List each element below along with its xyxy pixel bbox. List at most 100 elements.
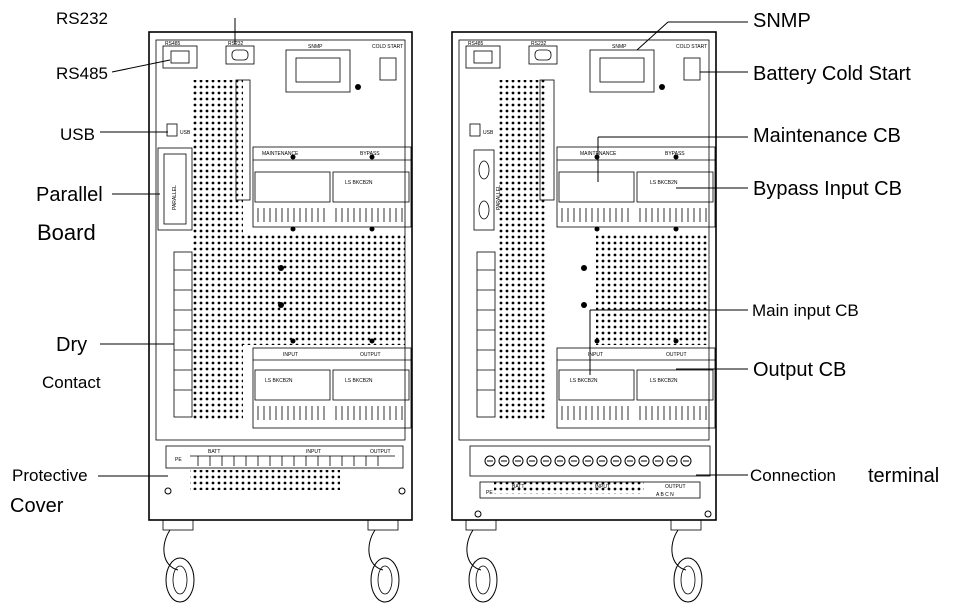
right-screw [594,338,600,344]
left-screw [290,226,296,232]
left-bypass-label: BYPASS [360,151,380,157]
label-battery-cold-start: Battery Cold Start [753,63,911,85]
terminal-screw [652,455,664,467]
right-terminal-screws [484,455,692,467]
left-bypass-cb [332,171,410,203]
left-snmp-slot-label: SNMP [308,44,323,50]
left-caster-2 [367,519,400,603]
right-vent-middle [596,235,709,345]
leader-rs485 [111,59,171,73]
left-maintenance-bar [235,79,251,201]
right-lower-breaker-panel [556,347,716,429]
left-snmp-slot-window [295,57,341,83]
left-screw [398,487,406,495]
right-screw [581,265,587,271]
left-rs232-port-label: RS232 [228,41,244,47]
left-dry-contact-block [173,251,193,418]
right-caster-1 [465,519,498,603]
right-caster-2 [670,519,703,603]
label-dry-contact-line1: Dry [56,334,87,356]
left-rs232-port [225,45,255,65]
right-batt-label: BATT [512,484,524,490]
label-dry-contact-line2: Contact [42,373,101,392]
left-output-cb-label: LS BKCB2N [345,378,373,384]
left-lower-breaker-fins [257,406,403,420]
left-parallel-board-label: PARALLEL [172,185,178,210]
label-snmp: SNMP [753,10,811,32]
left-lower-breaker-panel [252,347,412,429]
label-usb: USB [60,125,95,144]
terminal-screw [638,455,650,467]
left-caster-1 [162,519,195,603]
right-screw [659,84,665,90]
right-dry-contact-dividers [477,269,495,391]
label-connection: Connection [750,466,836,485]
terminal-screw [554,455,566,467]
left-input-cb [254,369,331,401]
right-parallel-connector-1 [478,160,490,180]
left-parallel-board-inner [163,153,187,225]
left-screw [278,302,284,308]
terminal-screw [512,455,524,467]
left-cover-grid [190,455,395,466]
terminal-screw [498,455,510,467]
right-maintenance-bar [539,79,555,201]
right-parallel-ports [473,149,495,231]
right-out-letters: A B C N [656,492,674,498]
terminal-screw [596,455,608,467]
left-screw [355,84,361,90]
left-upper-breaker-fins [257,208,403,222]
left-maintenance-label: MAINTENANCE [262,151,299,157]
label-parallel-board-line2: Board [37,220,96,245]
label-protective-cover-line2: Cover [10,495,64,517]
right-screw [581,302,587,308]
left-screw [369,154,375,160]
right-usb-port-label: USB [483,130,494,136]
left-output-cb [332,369,410,401]
label-main-input-cb: Main input CB [752,301,859,320]
left-screw [278,265,284,271]
left-vent-bottom [190,470,340,490]
terminal-screw [484,455,496,467]
left-input-cb-label: LS BKCB2N [265,378,293,384]
right-screw [673,154,679,160]
right-pe-label: PE [486,490,493,496]
left-parallel-board [157,147,193,231]
left-cold-start-button [379,57,397,81]
right-output-cb-label: LS BKCB2N [650,378,678,384]
left-cover-output-label: OUTPUT [370,449,391,455]
leader-snmp-a [636,21,669,51]
right-input-label: INPUT [588,352,603,358]
terminal-screw [540,455,552,467]
terminal-screw [624,455,636,467]
left-callouts: RS232 RS485 USB Parallel Board Dry Conta… [10,9,236,517]
right-screw [594,154,600,160]
left-dry-contact-dividers [174,269,192,391]
left-ups-unit: RS485 RS232 SNMP COLD START USB PARALLEL… [148,31,413,603]
right-vent-bottom [494,480,644,494]
left-bypass-cb-label: LS BKCB2N [345,180,373,186]
left-batt-label: BATT [208,449,220,455]
left-screw [164,487,172,495]
right-screw [673,226,679,232]
left-upper-breaker-panel [252,146,412,228]
right-callouts: SNMP Battery Cold Start Maintenance CB B… [589,10,939,487]
left-maintenance-cb [254,171,331,203]
left-usb-port [166,123,178,137]
right-output-cb [636,369,714,401]
left-vent-main [193,80,243,420]
left-cover-input-label: INPUT [306,449,321,455]
right-ups-unit: RS485 RS232 SNMP COLD START USB PARALLEL… [451,31,717,603]
right-input-cb [558,369,635,401]
right-bypass-label: BYPASS [665,151,685,157]
right-rs232-port [528,45,558,65]
left-vent-middle [243,235,405,345]
label-rs485: RS485 [56,64,108,83]
left-screw [369,338,375,344]
right-cold-start-button [683,57,701,81]
label-rs232: RS232 [56,9,108,28]
right-dry-contact-block [476,251,496,418]
right-rs485-port [465,45,501,69]
